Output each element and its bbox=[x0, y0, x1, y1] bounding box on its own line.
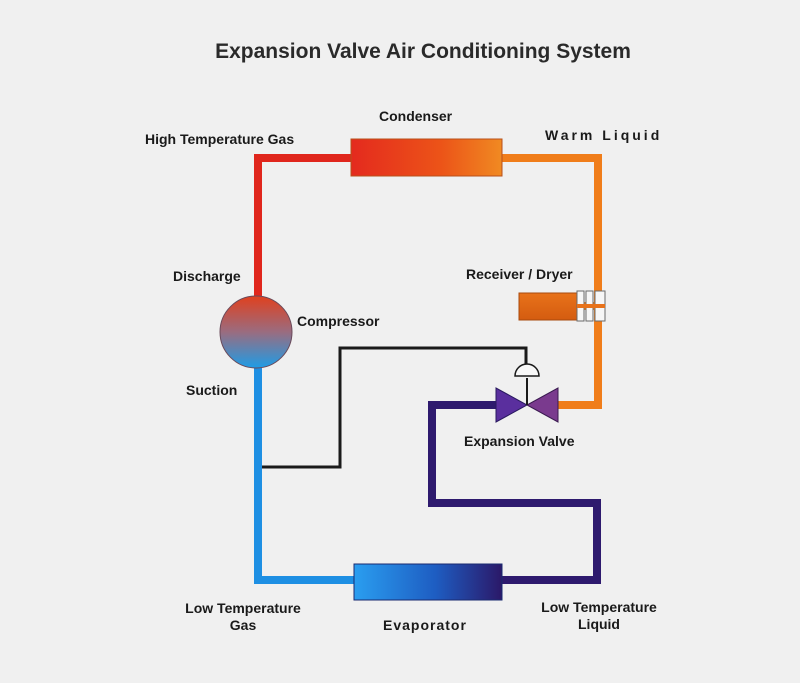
discharge-line bbox=[254, 154, 355, 296]
low-temperature-liquid-label: Low Temperature Liquid bbox=[532, 599, 666, 633]
suction-line bbox=[254, 366, 356, 584]
expansion-valve bbox=[495, 363, 559, 423]
low-temperature-gas-label-line2: Gas bbox=[229, 617, 257, 633]
sensing-line bbox=[262, 346, 528, 469]
low-temperature-liquid-line bbox=[428, 401, 601, 584]
suction-label: Suction bbox=[186, 382, 238, 398]
discharge-label: Discharge bbox=[173, 268, 241, 284]
receiver-dryer-label: Receiver / Dryer bbox=[466, 266, 573, 282]
compressor-label: Compressor bbox=[297, 313, 380, 329]
diagram-title: Expansion Valve Air Conditioning System bbox=[215, 40, 631, 63]
evaporator bbox=[353, 563, 503, 601]
liquid-line bbox=[500, 154, 602, 409]
low-temperature-gas-label-line1: Low Temperature bbox=[185, 600, 301, 616]
condenser-label: Condenser bbox=[379, 108, 453, 124]
warm-liquid-label: Warm Liquid bbox=[545, 127, 663, 143]
evaporator-label: Evaporator bbox=[383, 617, 467, 633]
expansion-valve-label: Expansion Valve bbox=[464, 433, 575, 449]
low-temperature-liquid-label-line1: Low Temperature bbox=[541, 599, 657, 615]
low-temperature-gas-label: Low Temperature Gas bbox=[176, 600, 310, 634]
low-temperature-liquid-label-line2: Liquid bbox=[578, 616, 620, 632]
compressor bbox=[219, 295, 293, 369]
receiver-dryer bbox=[518, 290, 606, 322]
condenser bbox=[350, 138, 503, 177]
high-temperature-gas-label: High Temperature Gas bbox=[145, 131, 295, 147]
